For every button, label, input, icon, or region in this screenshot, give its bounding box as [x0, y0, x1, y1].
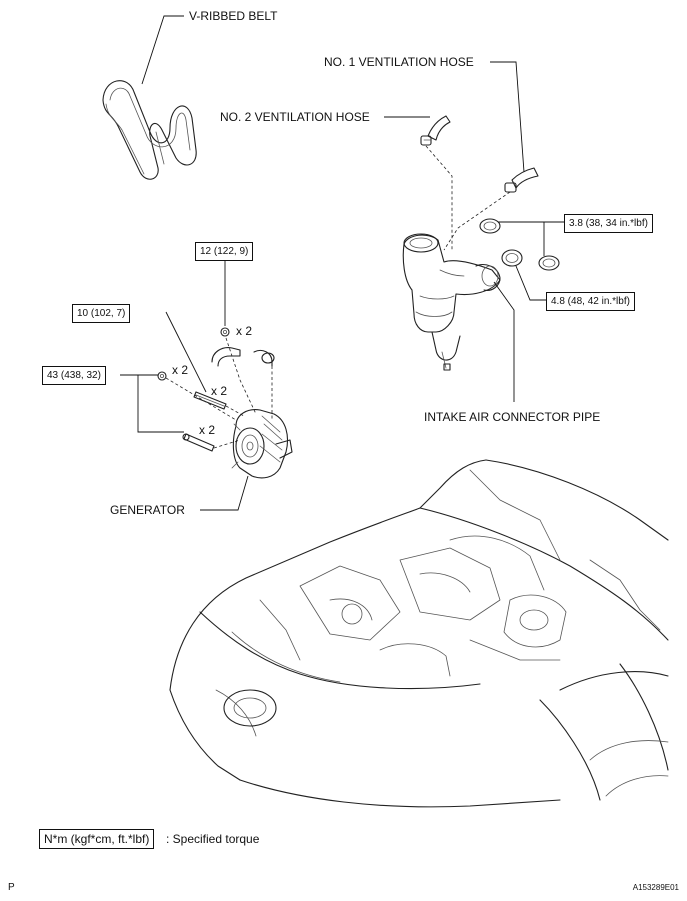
no1-ventilation-hose-leader [490, 61, 525, 173]
no2-hose-dashed-line [425, 145, 453, 250]
generator-nut-drawing [220, 327, 230, 337]
generator-drawing [231, 409, 293, 479]
nut-dashed-line [225, 337, 257, 415]
bolt-lower-dashed-line [213, 439, 241, 449]
torque-box-clamp-upper: 3.8 (38, 34 in.*lbf) [564, 214, 653, 233]
generator-bolt-lower-drawing [182, 433, 215, 452]
generator-bolt-left-drawing [157, 371, 167, 381]
no1-ventilation-hose-label: NO. 1 VENTILATION HOSE [324, 55, 474, 69]
no1-ventilation-hose-drawing [504, 167, 539, 193]
torque-box-clamp-lower: 4.8 (48, 42 in.*lbf) [546, 292, 635, 311]
vehicle-outline-drawing [169, 459, 669, 808]
generator-leader [200, 475, 249, 511]
v-ribbed-belt-leader [141, 15, 184, 85]
no1-hose-dashed-line [443, 191, 511, 251]
torque-box-bolt-lower: 43 (438, 32) [42, 366, 106, 385]
intake-air-connector-pipe-drawing [402, 233, 501, 371]
multiplier-bolt-lower: x 2 [199, 423, 216, 437]
hose-clamp-upper-drawing [479, 218, 501, 234]
bolt-mid-leader [165, 311, 207, 393]
bolt-lower-leader [137, 375, 184, 433]
torque-legend-unit: N*m (kgf*cm, ft.*lbf) [39, 829, 155, 849]
multiplier-bolt-mid: x 2 [211, 384, 228, 398]
figure-id: A153289E01 [632, 883, 679, 892]
torque-box-nut-top: 12 (122, 9) [195, 242, 254, 261]
generator-bolt-mid-drawing [193, 391, 227, 410]
no2-ventilation-hose-drawing [420, 115, 451, 146]
torque-box-bolt-mid: 10 (102, 7) [72, 304, 131, 323]
wire-harness-bracket-drawing [211, 347, 275, 367]
intake-air-connector-pipe-leader [493, 281, 515, 402]
bolt-left-dashed-line [165, 377, 237, 421]
multiplier-bolt-left: x 2 [172, 363, 189, 377]
page-code: P [8, 882, 15, 893]
clamp-lower-leader [515, 265, 546, 301]
generator-label: GENERATOR [110, 503, 185, 517]
no2-ventilation-hose-label: NO. 2 VENTILATION HOSE [220, 110, 370, 124]
torque-legend-description: : Specified torque [166, 832, 260, 846]
multiplier-nut-top: x 2 [236, 324, 253, 338]
hose-clamp-lower-drawing [501, 249, 560, 271]
v-ribbed-belt-drawing [102, 80, 197, 180]
intake-air-connector-pipe-label: INTAKE AIR CONNECTOR PIPE [424, 410, 601, 424]
v-ribbed-belt-label: V-RIBBED BELT [189, 9, 278, 23]
